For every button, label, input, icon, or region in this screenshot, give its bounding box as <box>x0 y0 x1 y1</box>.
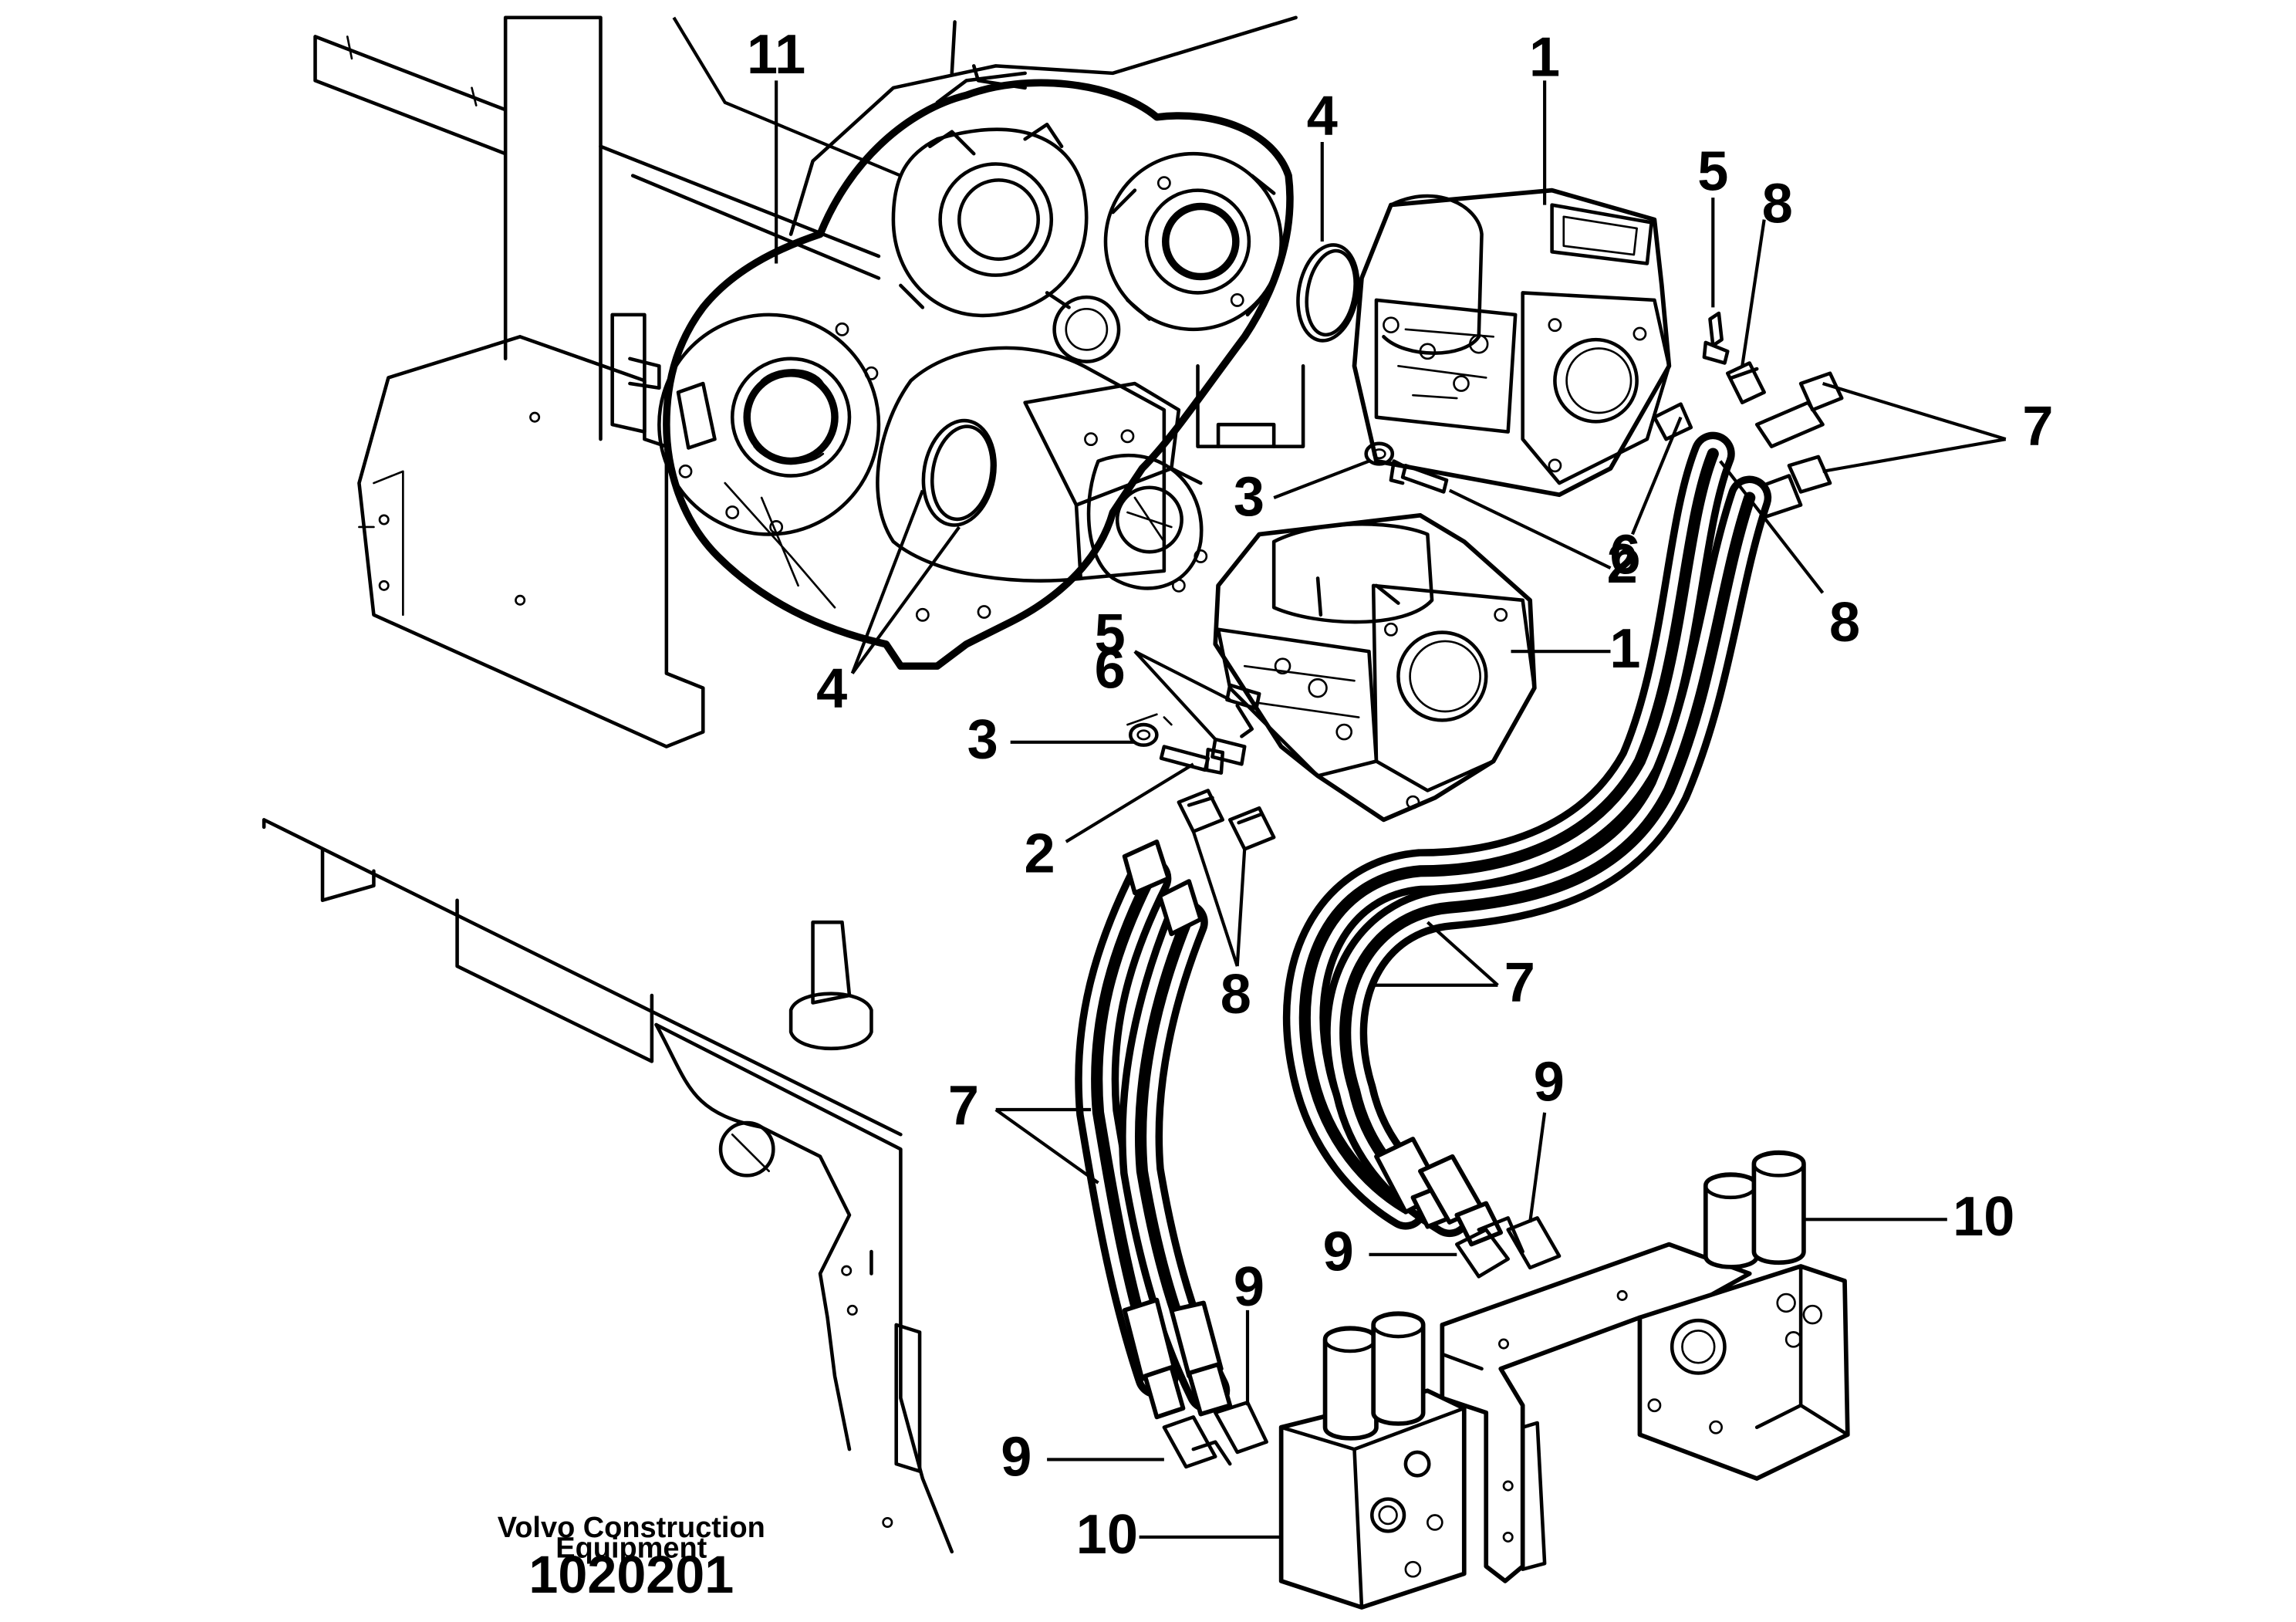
callout-11: 11 <box>747 24 805 86</box>
callout-9-upper: 9 <box>1534 1052 1565 1113</box>
figure-caption: Volvo Construction Equipment 1020201 <box>498 1512 765 1604</box>
caption-line-2: Equipment <box>555 1532 707 1565</box>
callout-8-lower: 8 <box>1221 964 1251 1026</box>
callout-3-lower: 3 <box>967 709 998 771</box>
callout-6-lower: 6 <box>1095 639 1126 701</box>
callout-2-upper: 2 <box>1607 533 1638 595</box>
callout-2-lower: 2 <box>1025 823 1055 885</box>
callout-4-upper: 4 <box>1307 86 1338 147</box>
callout-5-upper: 5 <box>1697 141 1728 203</box>
caption-line-1: Volvo Construction <box>498 1512 765 1544</box>
callout-1-lower: 1 <box>1609 618 1640 680</box>
leader-lines <box>672 16 2007 1539</box>
callout-8-upper: 8 <box>1762 173 1793 235</box>
hydraulic-pump-lower <box>1213 512 1537 823</box>
document-number: 1020201 <box>528 1546 734 1604</box>
callout-9-lower-right: 9 <box>1234 1256 1264 1318</box>
o-ring-parts <box>921 243 1360 527</box>
callout-7-left: 7 <box>948 1075 979 1137</box>
hose-end-fittings <box>1122 839 1562 1469</box>
callout-10-left: 10 <box>1076 1504 1138 1566</box>
hydraulic-pump-upper <box>1352 188 1672 498</box>
callout-7-upper-right: 7 <box>2022 396 2053 458</box>
callout-1-upper: 1 <box>1529 27 1560 89</box>
callout-4-lower: 4 <box>816 657 847 719</box>
valve-blocks-and-bracket <box>1278 1150 1850 1610</box>
callout-labels: 11 1 1 2 2 3 3 4 4 5 5 6 6 7 7 7 8 8 8 9… <box>747 24 2053 1566</box>
callout-7-middle: 7 <box>1504 952 1535 1014</box>
callout-10-right: 10 <box>1953 1186 2014 1248</box>
callout-3-upper: 3 <box>1234 466 1264 528</box>
callout-5-lower: 5 <box>1095 603 1126 665</box>
gearbox-housing <box>657 15 1298 670</box>
machine-frame <box>262 15 1305 1554</box>
callout-6-upper: 6 <box>1609 525 1640 586</box>
callout-9-lower-left: 9 <box>1001 1426 1032 1488</box>
callout-8-right: 8 <box>1829 592 1860 654</box>
callout-9-middle: 9 <box>1323 1222 1354 1283</box>
